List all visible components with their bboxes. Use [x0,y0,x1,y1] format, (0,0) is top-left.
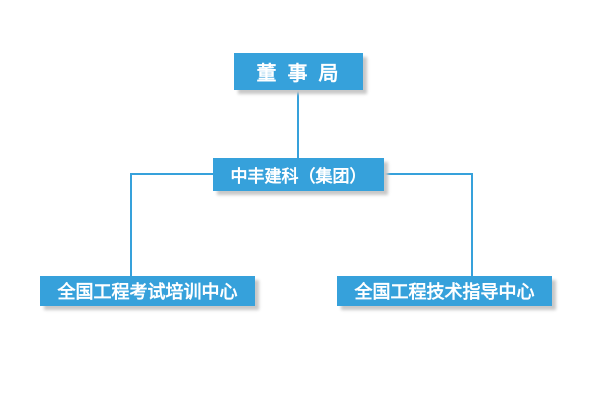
connector-right-horizontal [384,173,473,175]
connector-right-vertical [471,173,473,276]
connector-left-vertical [130,173,132,276]
connector-root-to-group [297,90,299,158]
node-exam-training-center: 全国工程考试培训中心 [40,276,255,306]
node-tech-guidance-center: 全国工程技术指导中心 [337,276,552,306]
connector-left-horizontal [131,173,214,175]
node-group-company: 中丰建科（集团） [213,158,384,191]
node-board-of-directors: 董 事 局 [234,53,363,90]
